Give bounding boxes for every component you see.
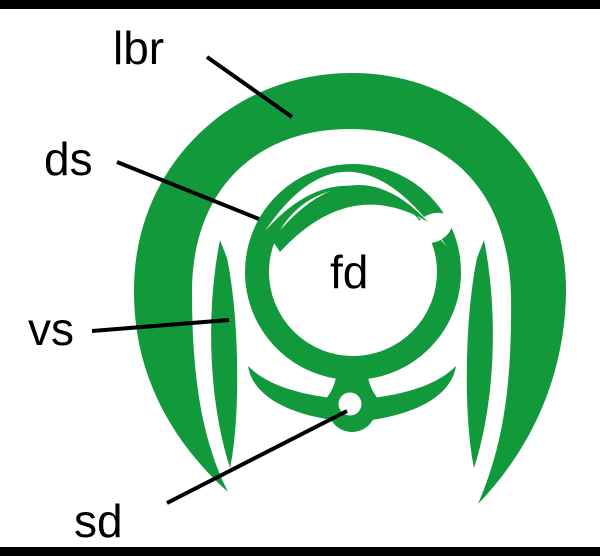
sheath-tip-pocket	[413, 212, 453, 244]
sd-leader-line	[166, 409, 348, 505]
overlap-leaf-tip	[272, 185, 428, 252]
label-ds: ds	[44, 133, 93, 185]
top-black-bar	[0, 0, 600, 9]
lateral-crescent-left-vs	[211, 240, 238, 468]
label-sd: sd	[74, 495, 123, 547]
lbr-leader-line	[205, 55, 294, 119]
leader-lines	[91, 55, 348, 505]
bottom-wing-left	[248, 366, 332, 420]
knob-center-white	[338, 392, 362, 416]
bottom-wing-right	[372, 366, 456, 420]
label-vs: vs	[28, 303, 74, 355]
label-fd: fd	[330, 246, 368, 298]
label-lbr: lbr	[113, 22, 164, 74]
ds-leader-line	[116, 160, 260, 221]
bottom-black-bar	[0, 547, 600, 556]
sheath-gap-crescent	[265, 171, 447, 247]
labels: lbr ds fd vs sd	[28, 22, 368, 547]
lateral-crescent-right	[466, 240, 493, 468]
plant-cross-section	[133, 73, 567, 504]
vs-leader-line	[91, 318, 230, 333]
